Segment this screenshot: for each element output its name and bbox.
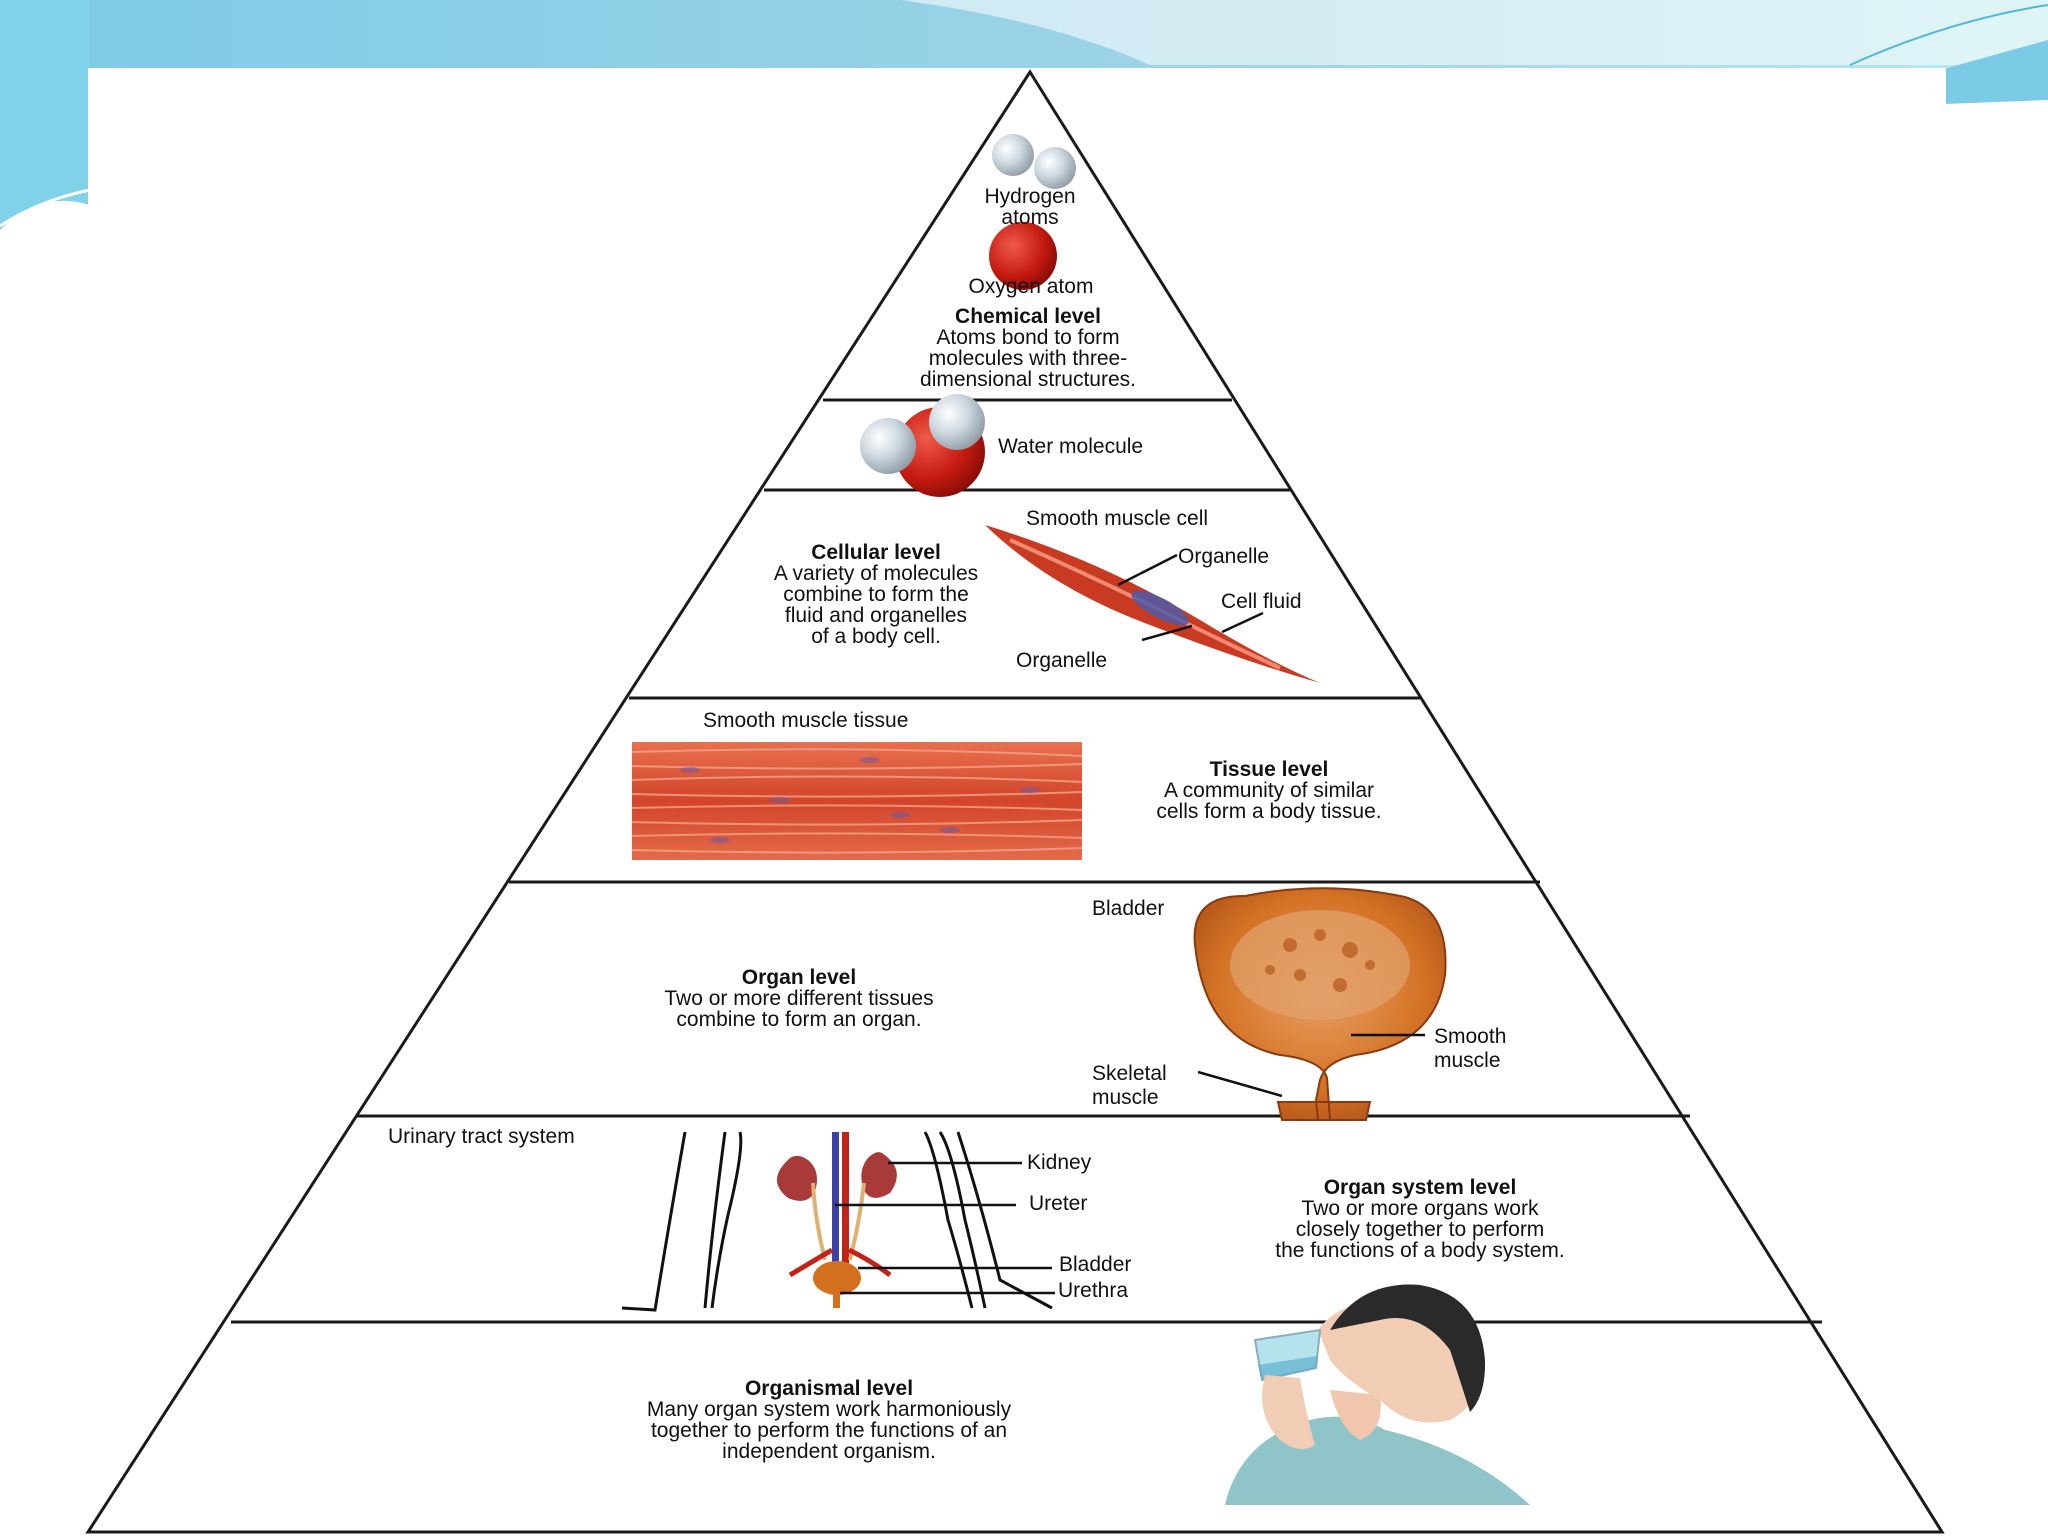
urinary-system-illustration — [621, 1131, 1055, 1312]
organismal-level-desc: Many organ system work harmoniously toge… — [646, 1398, 1012, 1463]
cellular-level-desc: A variety of molecules combine to form t… — [773, 562, 979, 648]
label-urinary-tract-system: Urinary tract system — [388, 1125, 575, 1148]
organismal-level-text: Organismal level Many organ system work … — [647, 1378, 1011, 1462]
label-smooth-muscle: Smooth muscle — [1434, 1025, 1507, 1072]
tissue-level-desc: A community of similar cells form a body… — [1156, 779, 1382, 823]
organ-system-level-title: Organ system level — [1323, 1176, 1517, 1199]
label-water-molecule: Water molecule — [998, 435, 1144, 458]
bladder-illustration — [1193, 887, 1447, 1121]
organ-system-level-desc: Two or more organs work closely together… — [1275, 1197, 1565, 1262]
tissue-level-text: Tissue level A community of similar cell… — [1156, 759, 1381, 822]
label-smooth-muscle-cell: Smooth muscle cell — [1026, 507, 1209, 530]
label-urethra: Urethra — [1058, 1279, 1129, 1302]
chemical-level-text: Chemical level Atoms bond to form molecu… — [920, 306, 1136, 390]
label-oxygen-atom: Oxygen atom — [968, 275, 1094, 298]
chemical-level-title: Chemical level — [955, 305, 1101, 328]
organ-level-desc: Two or more different tissues combine to… — [664, 987, 934, 1031]
label-skeletal-muscle: Skeletal muscle — [1092, 1062, 1167, 1109]
cellular-level-title: Cellular level — [811, 541, 941, 564]
organ-level-title: Organ level — [741, 966, 857, 989]
label-smooth-muscle-tissue: Smooth muscle tissue — [703, 709, 909, 732]
label-organelle-top: Organelle — [1178, 545, 1270, 568]
label-bladder-organ: Bladder — [1092, 897, 1165, 920]
cellular-level-text: Cellular level A variety of molecules co… — [774, 542, 978, 647]
organ-system-level-text: Organ system level Two or more organs wo… — [1275, 1177, 1565, 1261]
label-kidney: Kidney — [1027, 1151, 1092, 1174]
chemical-level-desc: Atoms bond to form molecules with three-… — [920, 326, 1136, 391]
smooth-muscle-cell-illustration — [985, 525, 1320, 683]
label-organelle-bottom: Organelle — [1016, 649, 1108, 672]
oxygen-atom-illustration — [989, 222, 1057, 290]
hydrogen-atoms-illustration — [992, 134, 1076, 189]
organismal-level-title: Organismal level — [744, 1377, 914, 1400]
organ-level-text: Organ level Two or more different tissue… — [664, 967, 933, 1030]
label-ureter: Ureter — [1029, 1192, 1088, 1215]
tissue-level-title: Tissue level — [1209, 758, 1329, 781]
smooth-muscle-tissue-illustration — [631, 742, 1083, 860]
pyramid-outline — [85, 69, 1945, 1534]
kidney-icon — [776, 1152, 897, 1201]
person-drinking-illustration — [1225, 1284, 1530, 1505]
water-molecule-illustration — [860, 394, 985, 497]
label-cell-fluid: Cell fluid — [1221, 590, 1302, 613]
label-hydrogen-atoms: Hydrogen atoms — [984, 185, 1076, 229]
label-bladder-system: Bladder — [1059, 1253, 1132, 1276]
